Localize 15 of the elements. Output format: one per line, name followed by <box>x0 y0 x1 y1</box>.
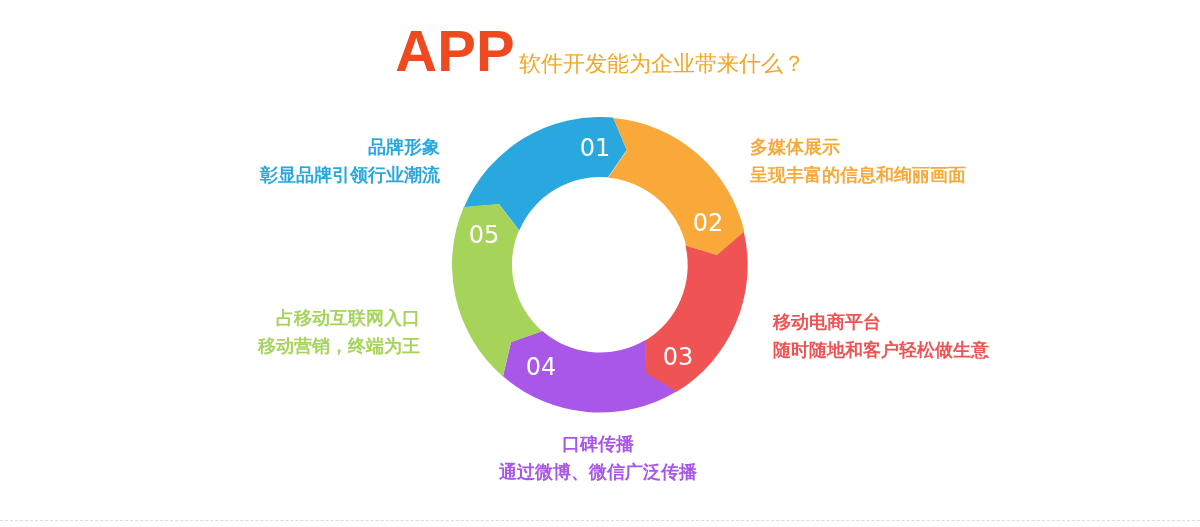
segment-number: 04 <box>525 355 557 379</box>
segment-caption: 彰显品牌引领行业潮流 <box>260 163 440 187</box>
segment-number: 02 <box>692 211 724 235</box>
segment-caption: 随时随地和客户轻松做生意 <box>773 338 989 362</box>
segment-caption: 呈现丰富的信息和绚丽画面 <box>750 163 966 187</box>
segment-caption: 通过微博、微信广泛传播 <box>499 460 697 484</box>
segment-number: 01 <box>579 136 611 160</box>
segment-caption: 品牌形象 <box>367 135 440 159</box>
segment-caption: 占移动互联网入口 <box>275 306 420 330</box>
segment-caption: 多媒体展示 <box>750 135 841 159</box>
segment-caption: 移动电商平台 <box>773 310 882 334</box>
segment-caption: 口碑传播 <box>561 432 635 456</box>
segment-number: 03 <box>662 345 694 369</box>
segment-number: 05 <box>468 223 500 247</box>
segment-caption: 移动营销，终端为王 <box>258 334 420 358</box>
